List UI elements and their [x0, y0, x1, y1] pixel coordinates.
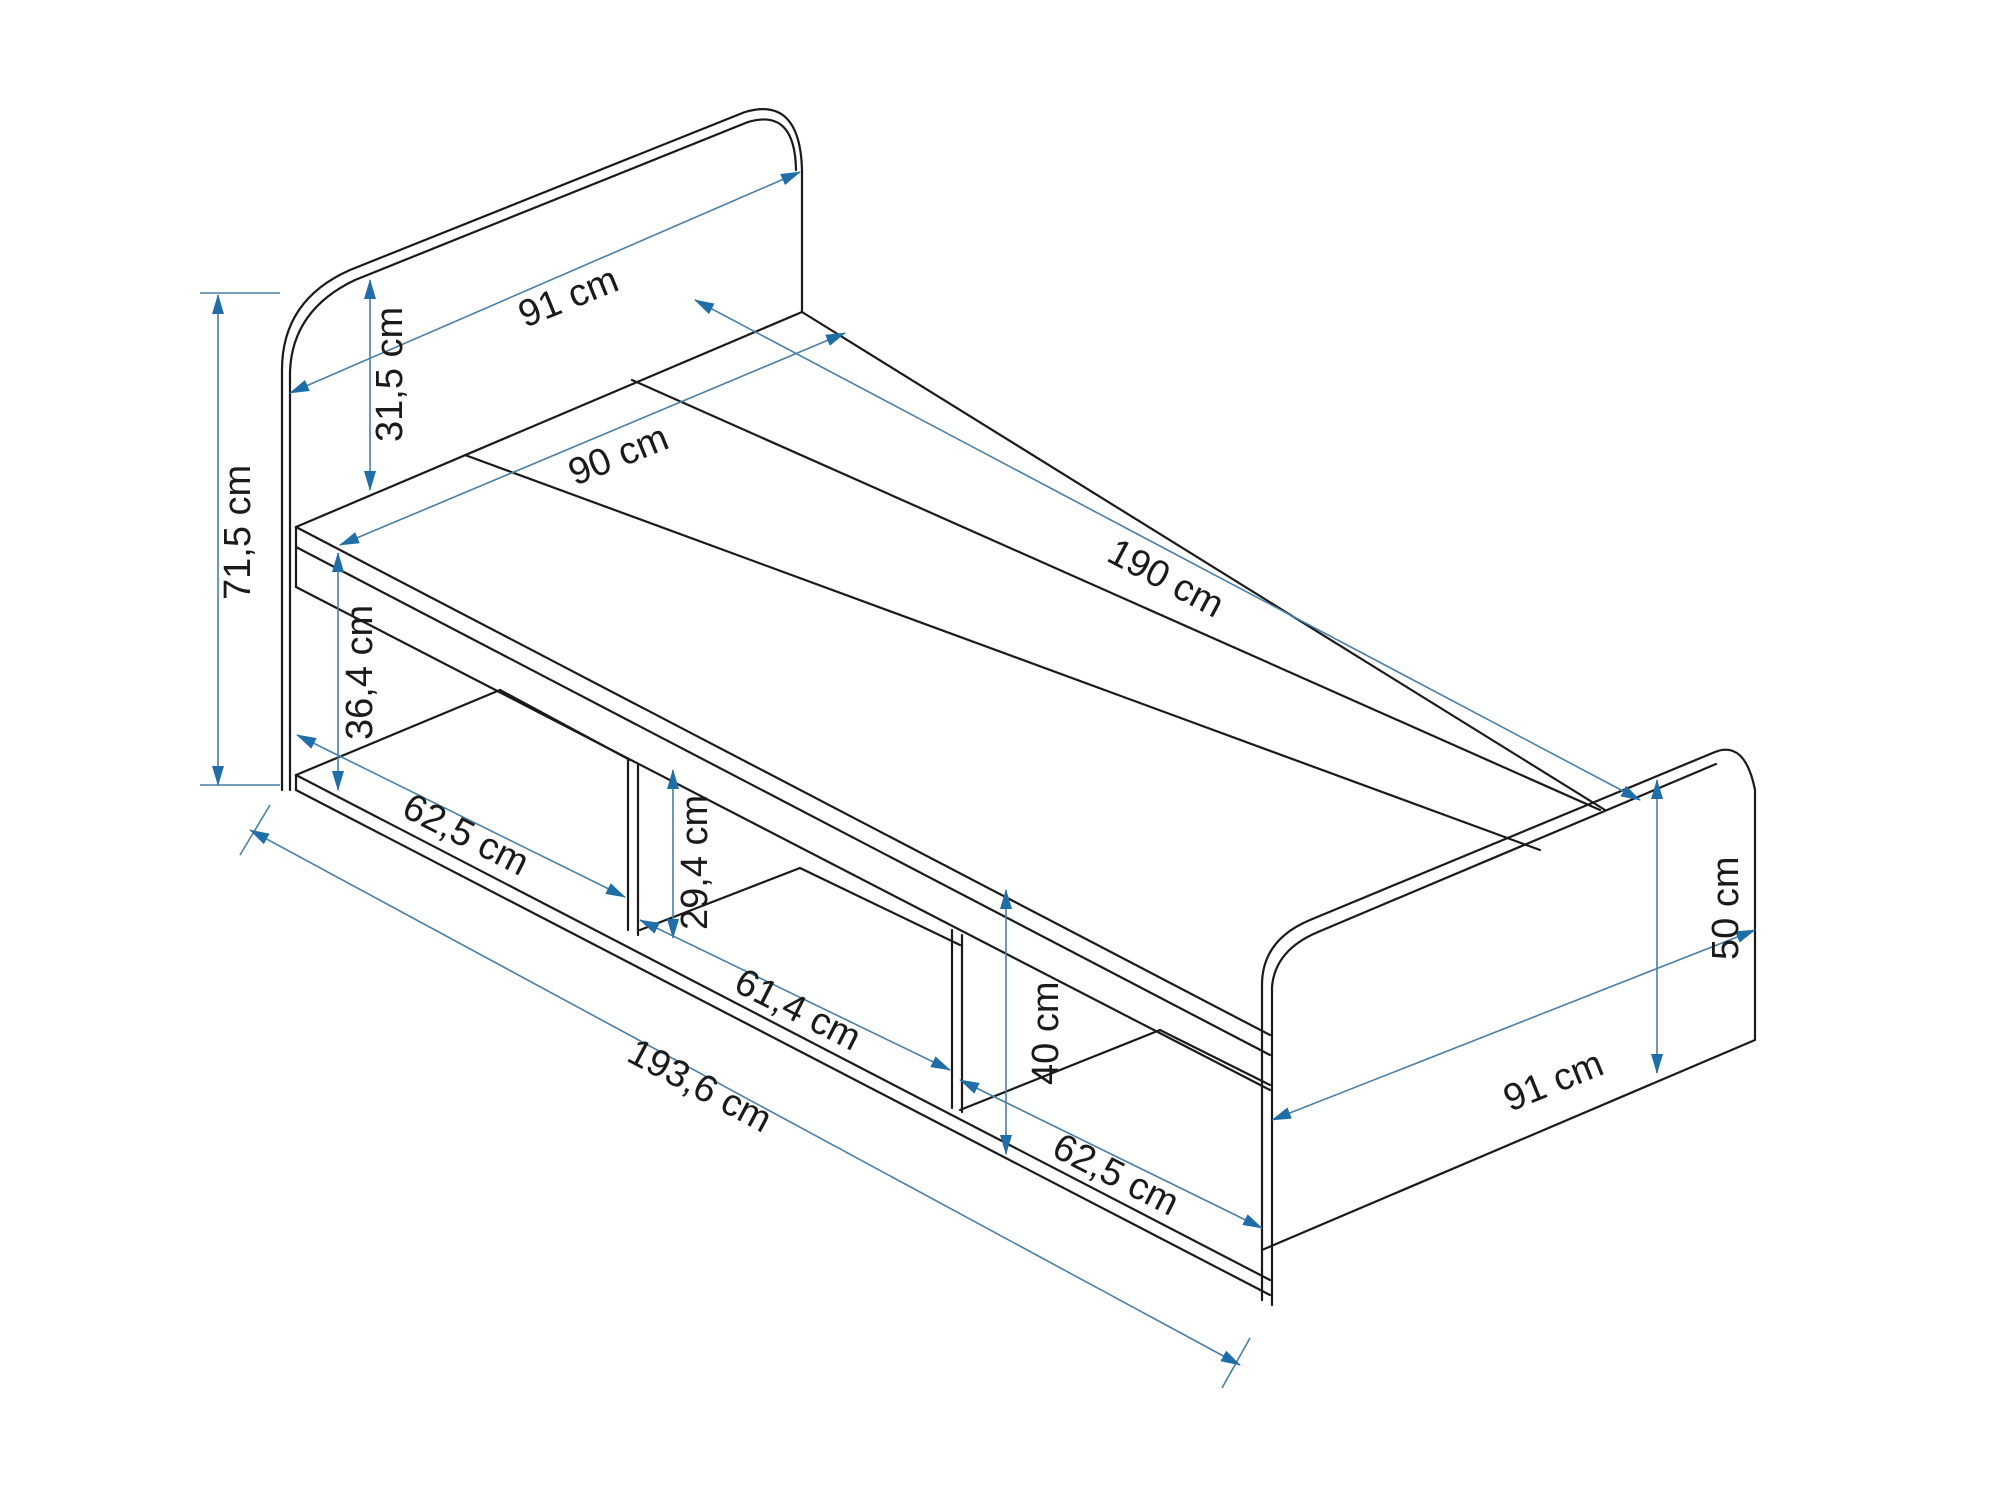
- label-headboard-upper-height: 31,5 cm: [369, 307, 411, 442]
- label-compartment-3-height: 40 cm: [1025, 982, 1067, 1085]
- label-total-length: 193,6 cm: [621, 1031, 779, 1141]
- label-headboard-width: 91 cm: [513, 259, 625, 337]
- label-compartment-2-height: 29,4 cm: [674, 795, 716, 930]
- label-side-height: 36,4 cm: [339, 605, 381, 740]
- bed-platform: [294, 310, 1607, 1297]
- label-compartment-1-length: 62,5 cm: [396, 786, 536, 885]
- dimension-lines: [200, 171, 1756, 1389]
- label-footboard-height: 50 cm: [1705, 857, 1747, 960]
- label-total-height: 71,5 cm: [217, 465, 259, 600]
- dimension-labels: 71,5 cm 31,5 cm 91 cm 90 cm 190 cm 36,4 …: [217, 259, 1747, 1225]
- label-mattress-length: 190 cm: [1101, 531, 1231, 627]
